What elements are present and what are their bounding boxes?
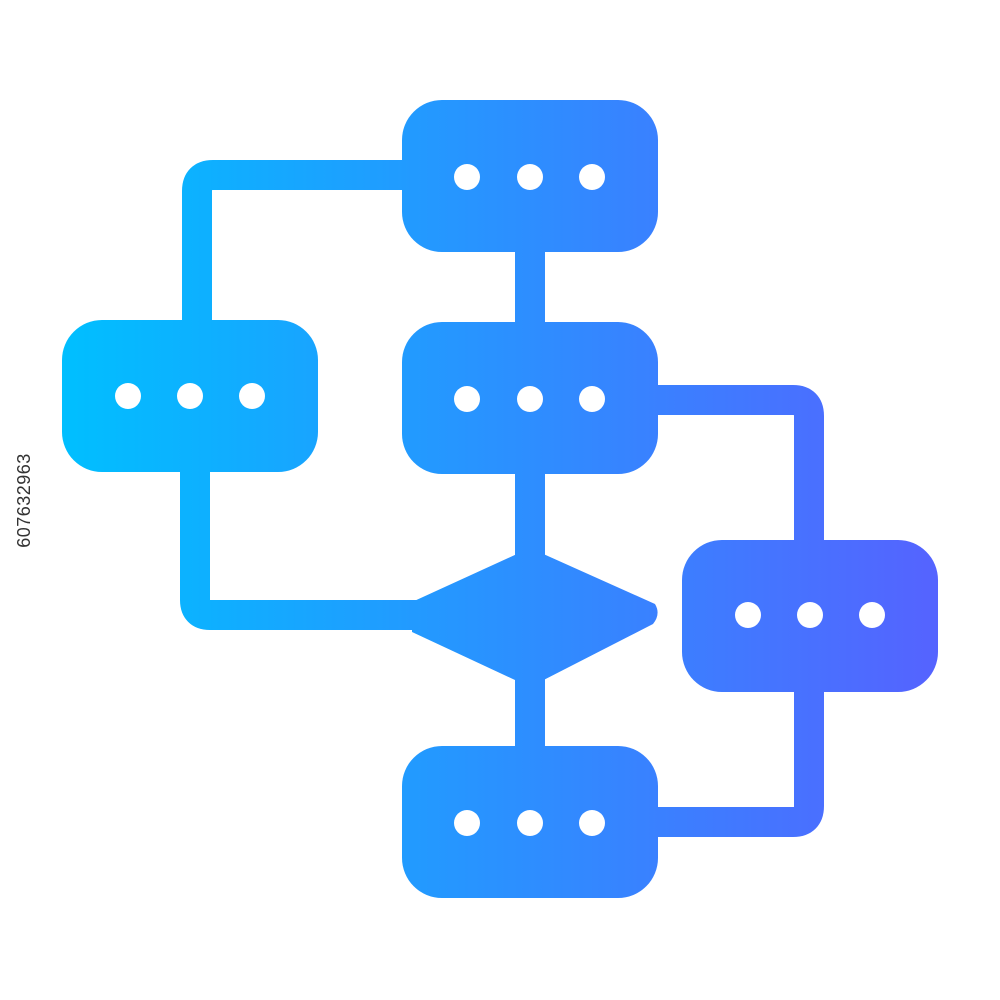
connector-top-to-left [182, 160, 420, 340]
dot [579, 164, 605, 190]
dot [797, 602, 823, 628]
dot [517, 386, 543, 412]
dots-bottom [454, 810, 605, 836]
dot [177, 383, 203, 409]
node-dots [115, 164, 885, 836]
dot [859, 602, 885, 628]
dot [454, 810, 480, 836]
dots-right [735, 602, 885, 628]
decision-diamond [412, 548, 658, 687]
dot [579, 386, 605, 412]
dots-middle [454, 386, 605, 412]
dots-top [454, 164, 605, 190]
dot [239, 383, 265, 409]
connector-left-to-decision [180, 455, 435, 630]
dot [517, 164, 543, 190]
dot [454, 386, 480, 412]
dots-left [115, 383, 265, 409]
dot [454, 164, 480, 190]
connectors [180, 160, 824, 837]
connector-middle-to-right [640, 385, 824, 560]
dot [735, 602, 761, 628]
dot [115, 383, 141, 409]
dot [517, 810, 543, 836]
dot [579, 810, 605, 836]
connector-right-to-bottom [640, 675, 824, 837]
